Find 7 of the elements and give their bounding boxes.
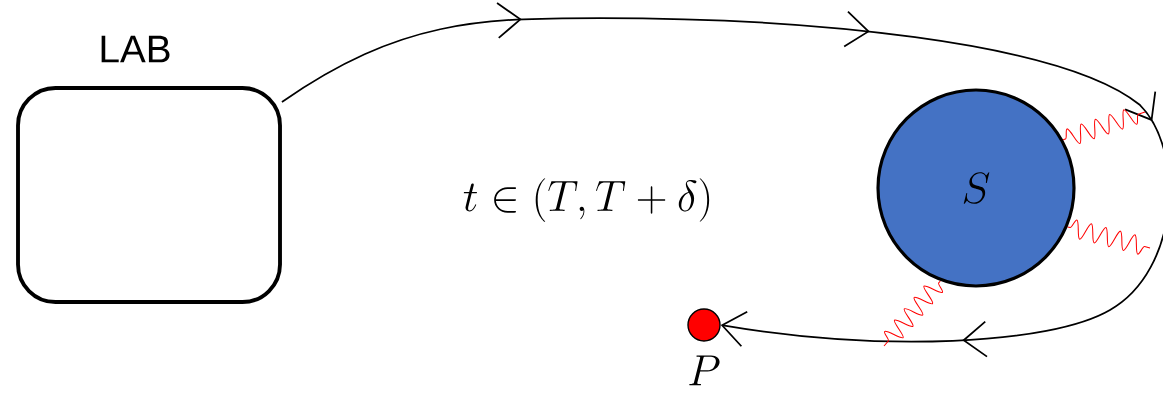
wavy-line [1067, 219, 1151, 255]
time-formula: $t \in (T,T+\delta)$ [463, 178, 710, 222]
wavy-line [1062, 109, 1146, 145]
curved-arrow [281, 2, 1163, 358]
point-label: $P$ [689, 355, 720, 386]
box-heading: LAB [101, 35, 170, 63]
wavy-line [883, 280, 944, 347]
